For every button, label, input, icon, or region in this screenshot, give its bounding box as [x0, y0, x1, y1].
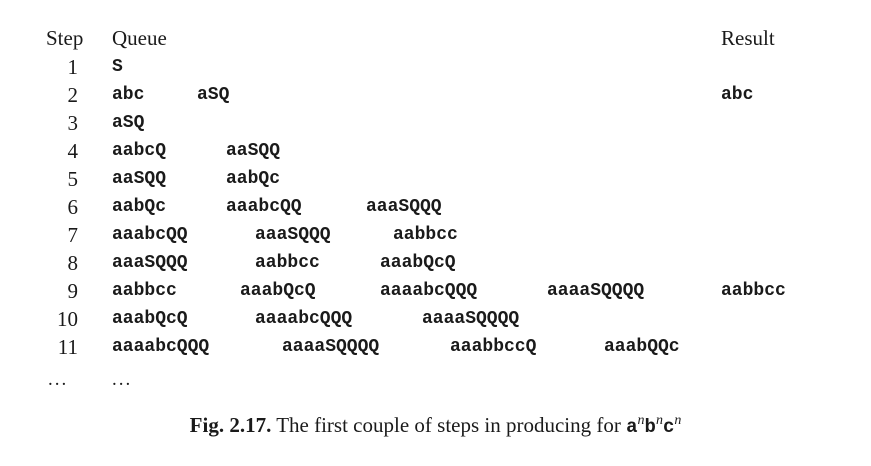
queue-item: aabbcc — [393, 225, 458, 245]
queue-item: abc — [112, 85, 145, 105]
queue-item: aSQ — [112, 113, 145, 133]
queue-item: aaSQQ — [226, 141, 281, 161]
step-number: 7 — [67, 223, 79, 247]
queue-item: aabbcc — [255, 253, 320, 273]
step-number: 4 — [67, 139, 79, 163]
figure-caption: Fig. 2.17. The first couple of steps in … — [0, 411, 871, 441]
queue-item: aaaaSQQQQ — [422, 309, 520, 329]
queue-item: aSQ — [197, 85, 230, 105]
step-number: 11 — [57, 335, 78, 359]
table-row: 5 aaSQQ aabQc — [0, 165, 871, 193]
queue-item: aaaabcQQQ — [380, 281, 478, 301]
queue-item: aaabQQc — [604, 337, 680, 357]
queue-item: aaaSQQQ — [112, 253, 188, 273]
caption-exp-a: n — [637, 413, 645, 428]
caption-c: c — [662, 416, 675, 438]
step-number: 6 — [67, 195, 79, 219]
queue-item: aaabbccQ — [450, 337, 537, 357]
step-number: 10 — [57, 307, 78, 331]
queue-item: aaabQcQ — [240, 281, 316, 301]
step-number: 2 — [67, 83, 79, 107]
step-number: 1 — [67, 55, 79, 79]
queue-item: aaSQQ — [112, 169, 167, 189]
header-result: Result — [721, 26, 775, 50]
queue-item: aabQc — [112, 197, 167, 217]
caption-label: Fig. 2.17. — [189, 413, 272, 437]
queue-item: aaabQcQ — [380, 253, 456, 273]
caption-exp-b: n — [655, 413, 663, 428]
caption-b: b — [644, 416, 656, 438]
table-row: 8 aaaSQQQ aabbcc aaabQcQ — [0, 249, 871, 277]
result-item: aabbcc — [721, 281, 786, 301]
queue-ellipsis: ... — [112, 369, 133, 390]
step-number: 5 — [67, 167, 79, 191]
queue-item: aaaaSQQQQ — [547, 281, 645, 301]
queue-item: aaaabcQQQ — [112, 337, 210, 357]
table-row: 9 aabbcc aaabQcQ aaaabcQQQ aaaaSQQQQ aabbcc — [0, 277, 871, 305]
table-row: 7 aaabcQQ aaaSQQQ aabbcc — [0, 221, 871, 249]
queue-item: aaaSQQQ — [366, 197, 442, 217]
header-step: Step — [46, 26, 84, 50]
table-row: 2 abc aSQ abc — [0, 81, 871, 109]
table-row: 11 aaaabcQQQ aaaaSQQQQ aaabbccQ aaabQQc — [0, 333, 871, 361]
step-ellipsis: ... — [48, 369, 69, 390]
queue-item: aabcQ — [112, 141, 167, 161]
queue-item: aaabcQQ — [112, 225, 188, 245]
queue-item: aaabQcQ — [112, 309, 188, 329]
queue-item: aabQc — [226, 169, 281, 189]
result-item: abc — [721, 85, 754, 105]
caption-a: a — [626, 416, 638, 438]
table-row: 6 aabQc aaabcQQ aaaSQQQ — [0, 193, 871, 221]
queue-item: aaaabcQQQ — [255, 309, 353, 329]
queue-item: S — [112, 57, 123, 77]
caption-exp-c: n — [674, 413, 682, 428]
step-number: 8 — [67, 251, 79, 275]
table-row: 3 aSQ — [0, 109, 871, 137]
table-row: 4 aabcQ aaSQQ — [0, 137, 871, 165]
step-number: 3 — [67, 111, 79, 135]
queue-item: aabbcc — [112, 281, 177, 301]
queue-item: aaabcQQ — [226, 197, 302, 217]
queue-item: aaaSQQQ — [255, 225, 331, 245]
table-row: 10 aaabQcQ aaaabcQQQ aaaaSQQQQ — [0, 305, 871, 333]
step-number: 9 — [67, 279, 79, 303]
header-queue: Queue — [112, 26, 167, 50]
caption-text: The first couple of steps in producing f… — [276, 413, 621, 437]
queue-item: aaaaSQQQQ — [282, 337, 380, 357]
